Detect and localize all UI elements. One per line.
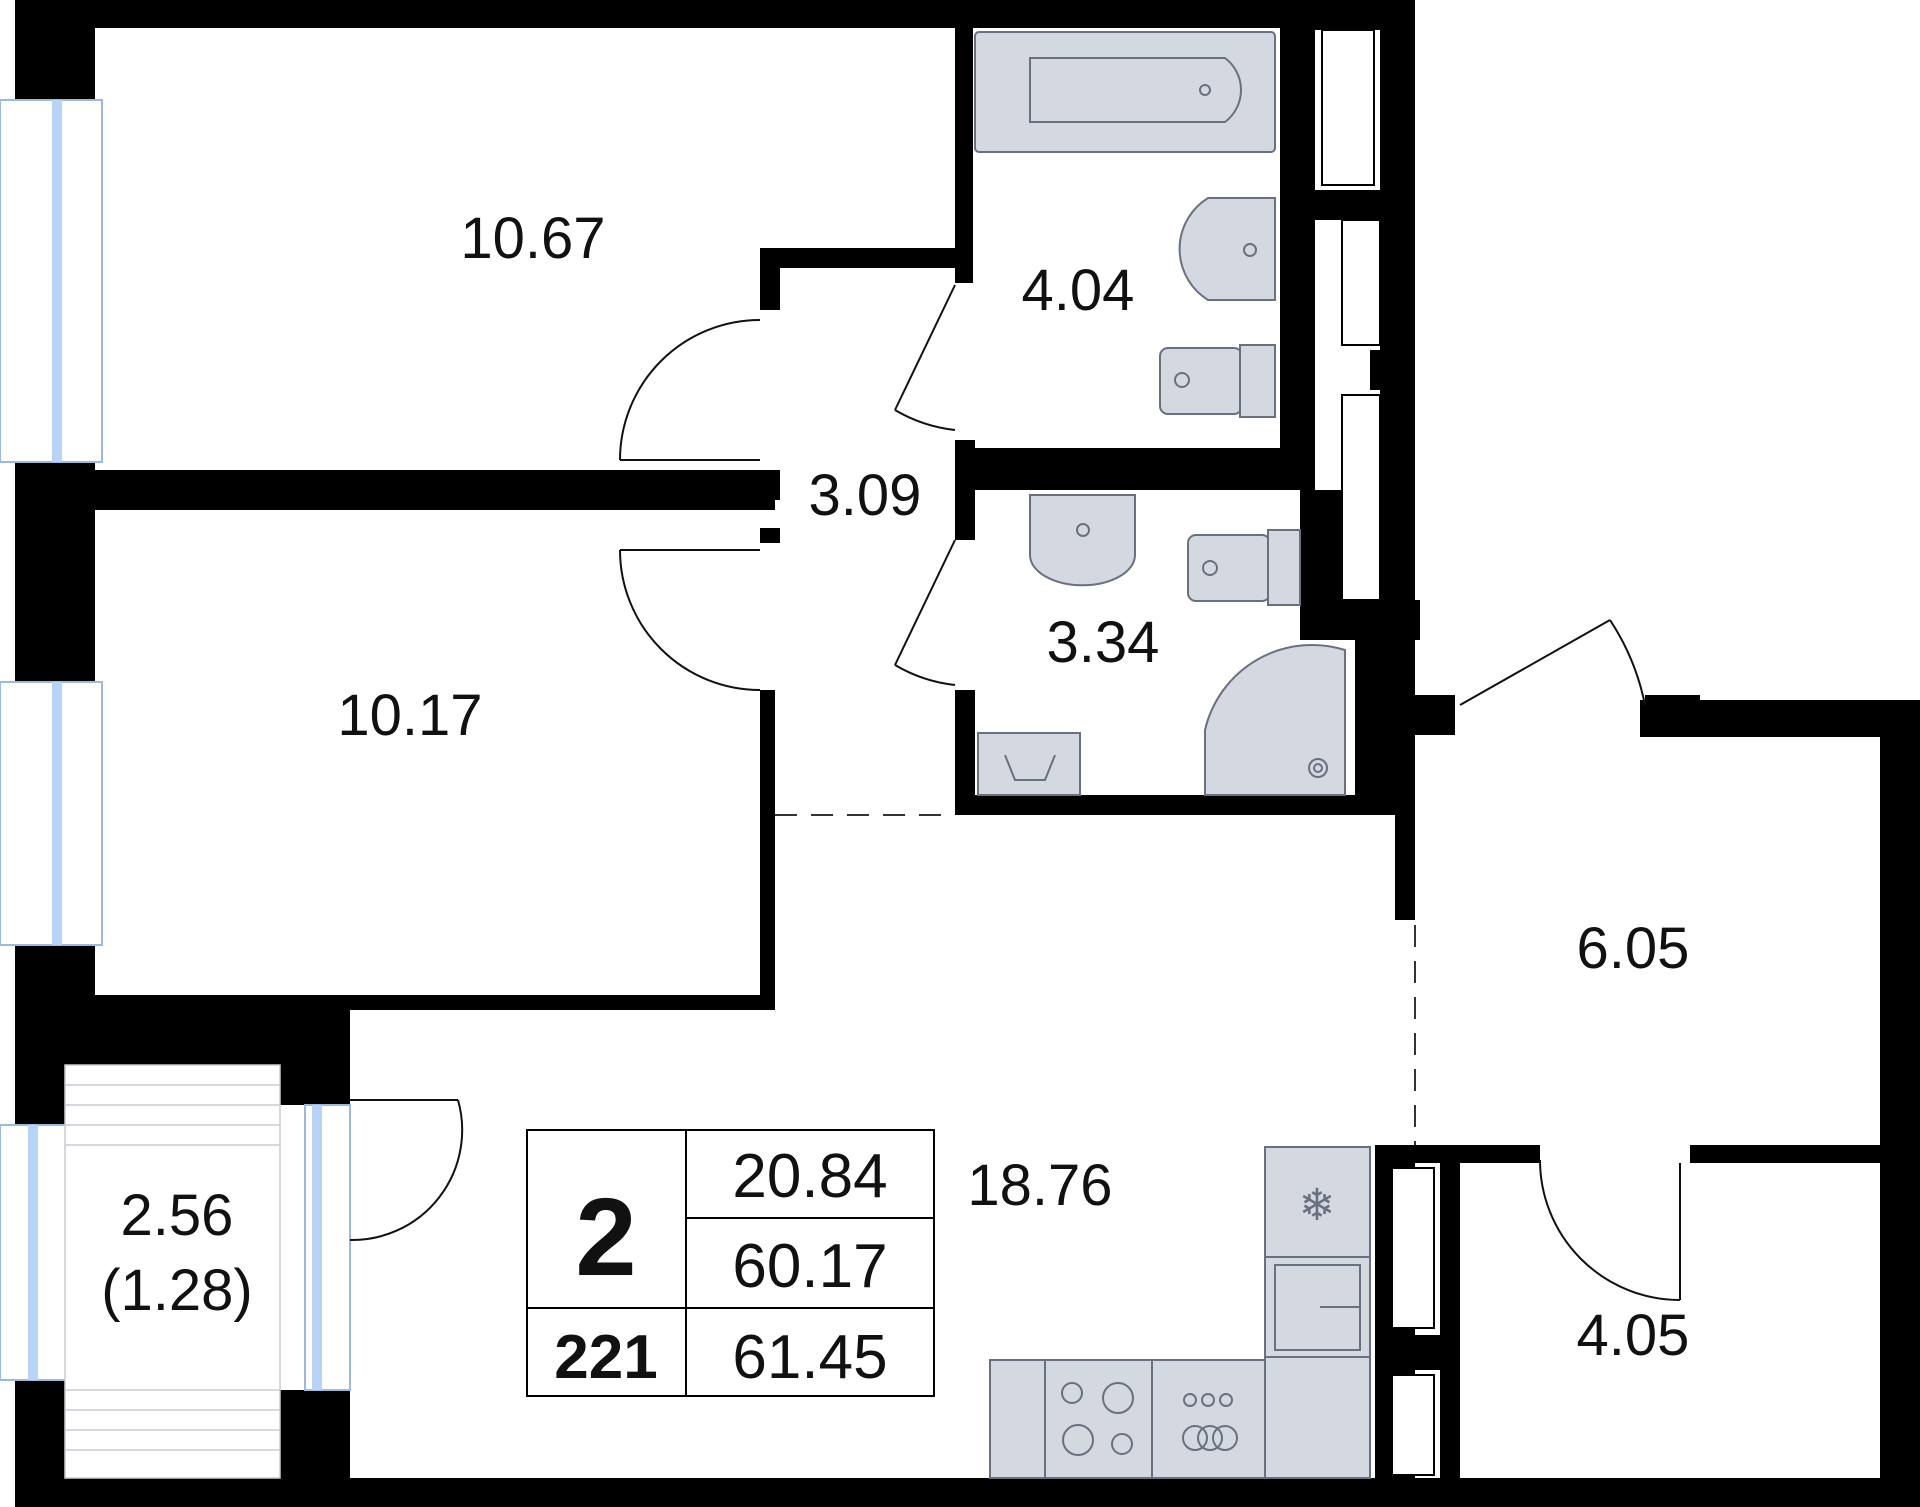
washing-machine (977, 732, 1081, 796)
toilet-shower (1187, 529, 1301, 606)
kitchen-sink (1264, 1256, 1371, 1358)
door-storage (1539, 1159, 1681, 1301)
room-area-bedroom-2: 10.17 (337, 683, 482, 748)
doors (349, 284, 1681, 1301)
window-loggia-inner (304, 1104, 351, 1391)
toilet-bath (1159, 344, 1276, 418)
window-loggia-outer (0, 1124, 76, 1381)
washbasin-bath (1178, 197, 1276, 301)
living-area: 20.84 (732, 1142, 887, 1211)
bathtub (974, 31, 1276, 153)
room-area-shower-room: 3.34 (1047, 610, 1160, 675)
window-bedroom-1 (0, 99, 103, 463)
room-area-hall: 6.05 (1577, 916, 1690, 981)
rooms-count: 2 (575, 1176, 636, 1299)
total-with-loggia: 61.45 (732, 1323, 887, 1392)
room-area-kitchen-living: 18.76 (967, 1153, 1112, 1218)
shafts (1321, 29, 1435, 1476)
room-area-loggia-reduced: (1.28) (101, 1258, 253, 1323)
room-area-corridor: 3.09 (809, 463, 922, 528)
door-bathroom (894, 409, 956, 431)
door-entrance (1609, 619, 1646, 706)
apartment-number: 221 (554, 1323, 657, 1392)
apartment-info-box: 2 221 20.84 60.17 61.45 (526, 1129, 935, 1397)
snowflake-icon: ❄ (1299, 1180, 1336, 1231)
shower-tray (1204, 643, 1346, 796)
door-bedroom-2 (619, 549, 761, 691)
door-bedroom-1 (619, 319, 761, 461)
room-area-bedroom-1: 10.67 (460, 206, 605, 271)
zone-dividers (775, 814, 1416, 1145)
interior-walls (15, 28, 1920, 1507)
room-area-bathroom: 4.04 (1022, 258, 1135, 323)
door-shower (894, 664, 956, 686)
window-bedroom-2 (0, 681, 103, 946)
room-area-loggia: 2.56 (121, 1183, 234, 1248)
door-loggia (349, 1099, 464, 1242)
room-area-storage: 4.05 (1577, 1303, 1690, 1368)
room-labels: 10.67 4.04 3.09 3.34 10.17 6.05 18.76 4.… (101, 206, 1689, 1368)
loggia-floor (64, 1064, 281, 1479)
windows (0, 99, 351, 1391)
oven-icon (1182, 1393, 1238, 1451)
fridge: ❄ (1264, 1146, 1371, 1258)
cooktop (1044, 1359, 1153, 1479)
washbasin-shower (1029, 494, 1136, 587)
total-area: 60.17 (732, 1232, 887, 1301)
